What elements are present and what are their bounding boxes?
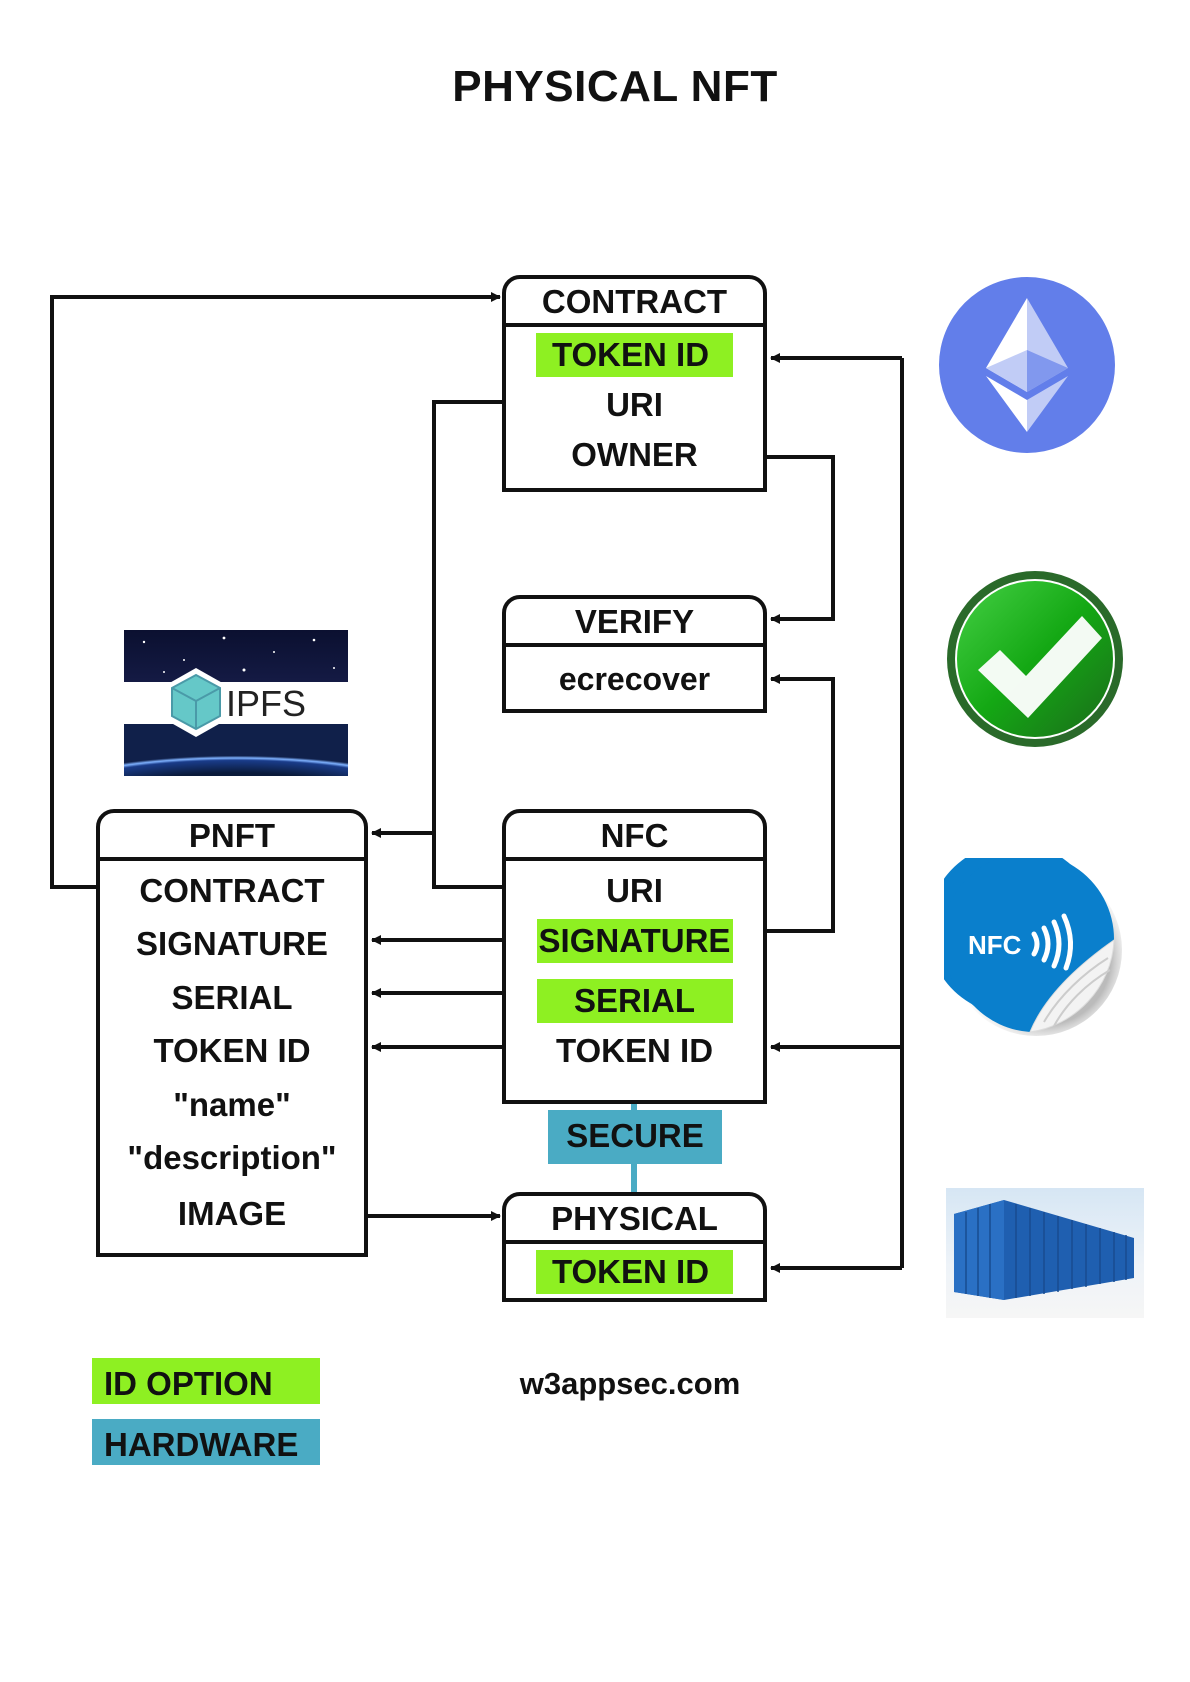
contract-row-owner: OWNER (571, 436, 698, 473)
verify-box: VERIFY ecrecover (502, 595, 767, 713)
contract-row-token-id: TOKEN ID (535, 333, 734, 377)
connector-pnft-to-contract (50, 292, 501, 889)
pnft-row-token-id: TOKEN ID (153, 1032, 311, 1069)
nfc-row-signature: SIGNATURE (536, 919, 733, 963)
connector-contract-uri-to-nfc-uri (432, 400, 502, 889)
verify-header: VERIFY (506, 599, 763, 647)
legend-id-option: ID OPTION (92, 1358, 320, 1404)
nfc-row-serial: SERIAL (536, 979, 733, 1023)
shipping-container-icon (946, 1188, 1144, 1318)
pnft-row-image: IMAGE (177, 1195, 287, 1232)
ipfs-logo: IPFS (124, 630, 348, 776)
pnft-box: PNFT CONTRACT SIGNATURE SERIAL TOKEN ID … (96, 809, 368, 1257)
nfc-row-uri: URI (606, 872, 663, 909)
verify-row-ecrecover: ecrecover (558, 661, 711, 697)
pnft-row-description: "description" (127, 1139, 337, 1176)
secure-badge: SECURE (548, 1110, 722, 1164)
pnft-row-contract: CONTRACT (139, 872, 325, 909)
nfc-sticker-icon: NFC (927, 843, 1134, 1038)
ipfs-label: IPFS (226, 683, 306, 724)
pnft-row-name: "name" (173, 1086, 291, 1123)
physical-box: PHYSICAL TOKEN ID (502, 1192, 767, 1302)
connector-owner-to-verify (765, 455, 835, 624)
footer-website: w3appsec.com (519, 1366, 741, 1401)
contract-row-uri: URI (606, 386, 663, 423)
nfc-sticker-label: NFC (968, 930, 1022, 960)
check-mark-icon (946, 570, 1124, 748)
pnft-header: PNFT (100, 813, 364, 861)
contract-box: CONTRACT TOKEN ID URI OWNER (502, 275, 767, 492)
legend-hardware: HARDWARE (92, 1419, 320, 1465)
physical-header: PHYSICAL (506, 1196, 763, 1244)
ethereum-logo (938, 276, 1116, 454)
connector-signature-to-verify (765, 674, 835, 933)
contract-header: CONTRACT (506, 279, 763, 327)
page-title: PHYSICAL NFT (452, 62, 778, 111)
nfc-row-token-id: TOKEN ID (555, 1032, 714, 1069)
pnft-row-serial: SERIAL (171, 979, 293, 1016)
nfc-header: NFC (506, 813, 763, 861)
nfc-box: NFC URI SIGNATURE SERIAL TOKEN ID (502, 809, 767, 1104)
physical-row-token-id: TOKEN ID (535, 1250, 734, 1294)
pnft-row-signature: SIGNATURE (136, 925, 328, 962)
